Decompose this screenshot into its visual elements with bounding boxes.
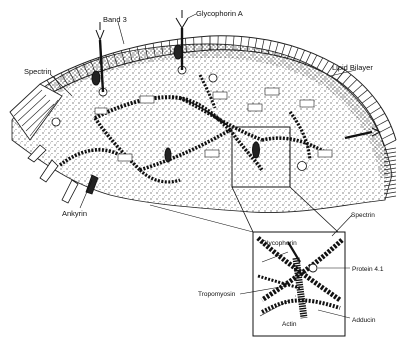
bilayer-tick — [348, 79, 357, 88]
bilayer-tick — [362, 95, 372, 103]
label-ankyrin: Ankyrin — [62, 209, 87, 218]
bilayer-tick — [373, 113, 384, 120]
label-inset-adducin: Adducin — [352, 317, 376, 324]
bilayer-tick — [366, 101, 377, 108]
label-lipid-bilayer: Lipid Bilayer — [332, 63, 373, 72]
bilayer-tick — [384, 140, 396, 146]
label-inset-actin: Actin — [282, 321, 297, 328]
bilayer-tick — [358, 90, 368, 98]
label-glycophorin-a: Glycophorin A — [196, 9, 243, 18]
bilayer-tick — [377, 120, 389, 126]
label-inset-tropomyosin: Tropomyosin — [198, 291, 236, 298]
inset-panel — [253, 232, 345, 336]
label-inset-glycophorin: Glycophorin — [262, 240, 297, 247]
bilayer-tick — [322, 61, 329, 72]
label-inset-spectrin: Spectrin — [351, 212, 375, 219]
label-inset-protein41: Protein 4.1 — [352, 266, 384, 273]
bilayer-tick — [370, 107, 381, 114]
bilayer-tick — [353, 85, 362, 94]
bilayer-tick — [299, 50, 304, 62]
bilayer-tick — [305, 53, 311, 65]
bilayer-tick — [379, 126, 391, 132]
bilayer-tick — [316, 58, 322, 69]
bilayer-tick — [343, 75, 351, 85]
bilayer-tick — [311, 55, 317, 66]
label-spectrin-left: Spectrin — [24, 67, 52, 76]
bilayer-tick — [382, 133, 394, 139]
label-band3: Band 3 — [103, 15, 127, 24]
